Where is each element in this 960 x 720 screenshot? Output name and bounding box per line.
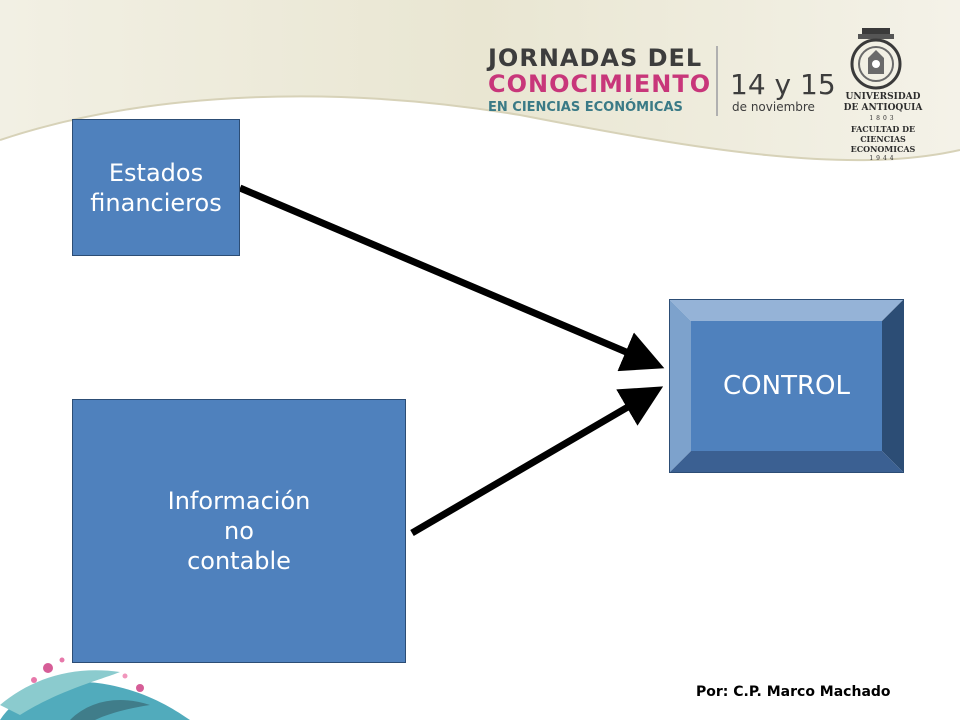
arrow-estados-to-control	[238, 184, 665, 372]
faculty-line2: CIENCIAS ECONOMICAS	[850, 134, 916, 154]
university-name-line1: UNIVERSIDAD	[845, 92, 921, 102]
box-estados-line1: Estados	[108, 158, 204, 187]
box-control-bevel	[669, 299, 904, 473]
university-name-line2: DE ANTIOQUIA	[843, 103, 923, 113]
arrow-info-to-control	[410, 386, 664, 537]
author-credit: Por: C.P. Marco Machado	[696, 684, 891, 700]
box-informacion-no-contable: Información no contable	[72, 399, 406, 663]
logo-divider	[716, 46, 718, 116]
university-seal-icon	[850, 28, 902, 90]
box-info-line3: contable	[187, 547, 291, 575]
faculty-line1: FACULTAD DE	[850, 124, 916, 134]
box-control-label: CONTROL	[723, 371, 850, 401]
box-info-line1: Información	[167, 487, 311, 515]
box-info-line2: no	[224, 517, 254, 545]
event-month: de noviembre	[732, 100, 815, 114]
decor-swirls	[0, 657, 190, 720]
event-title-line2: CONOCIMIENTO	[488, 70, 712, 98]
university-text: UNIVERSIDAD DE ANTIOQUIA 1803 FACULTAD D…	[828, 92, 938, 164]
box-control: CONTROL	[669, 299, 904, 473]
banner-wave	[0, 0, 960, 161]
box-estados-financieros: Estados financieros	[72, 119, 240, 256]
event-logo: JORNADAS DEL CONOCIMIENTO EN CIENCIAS EC…	[488, 40, 836, 120]
banner-wave-edge	[0, 95, 960, 162]
university-year2: 1944	[869, 155, 897, 162]
university-year1: 1803	[869, 115, 897, 122]
event-date: 14 y 15	[730, 68, 836, 101]
box-estados-line2: financieros	[90, 188, 222, 217]
event-title-line1: JORNADAS DEL	[488, 44, 703, 72]
event-title-line3: EN CIENCIAS ECONÓMICAS	[488, 100, 683, 115]
